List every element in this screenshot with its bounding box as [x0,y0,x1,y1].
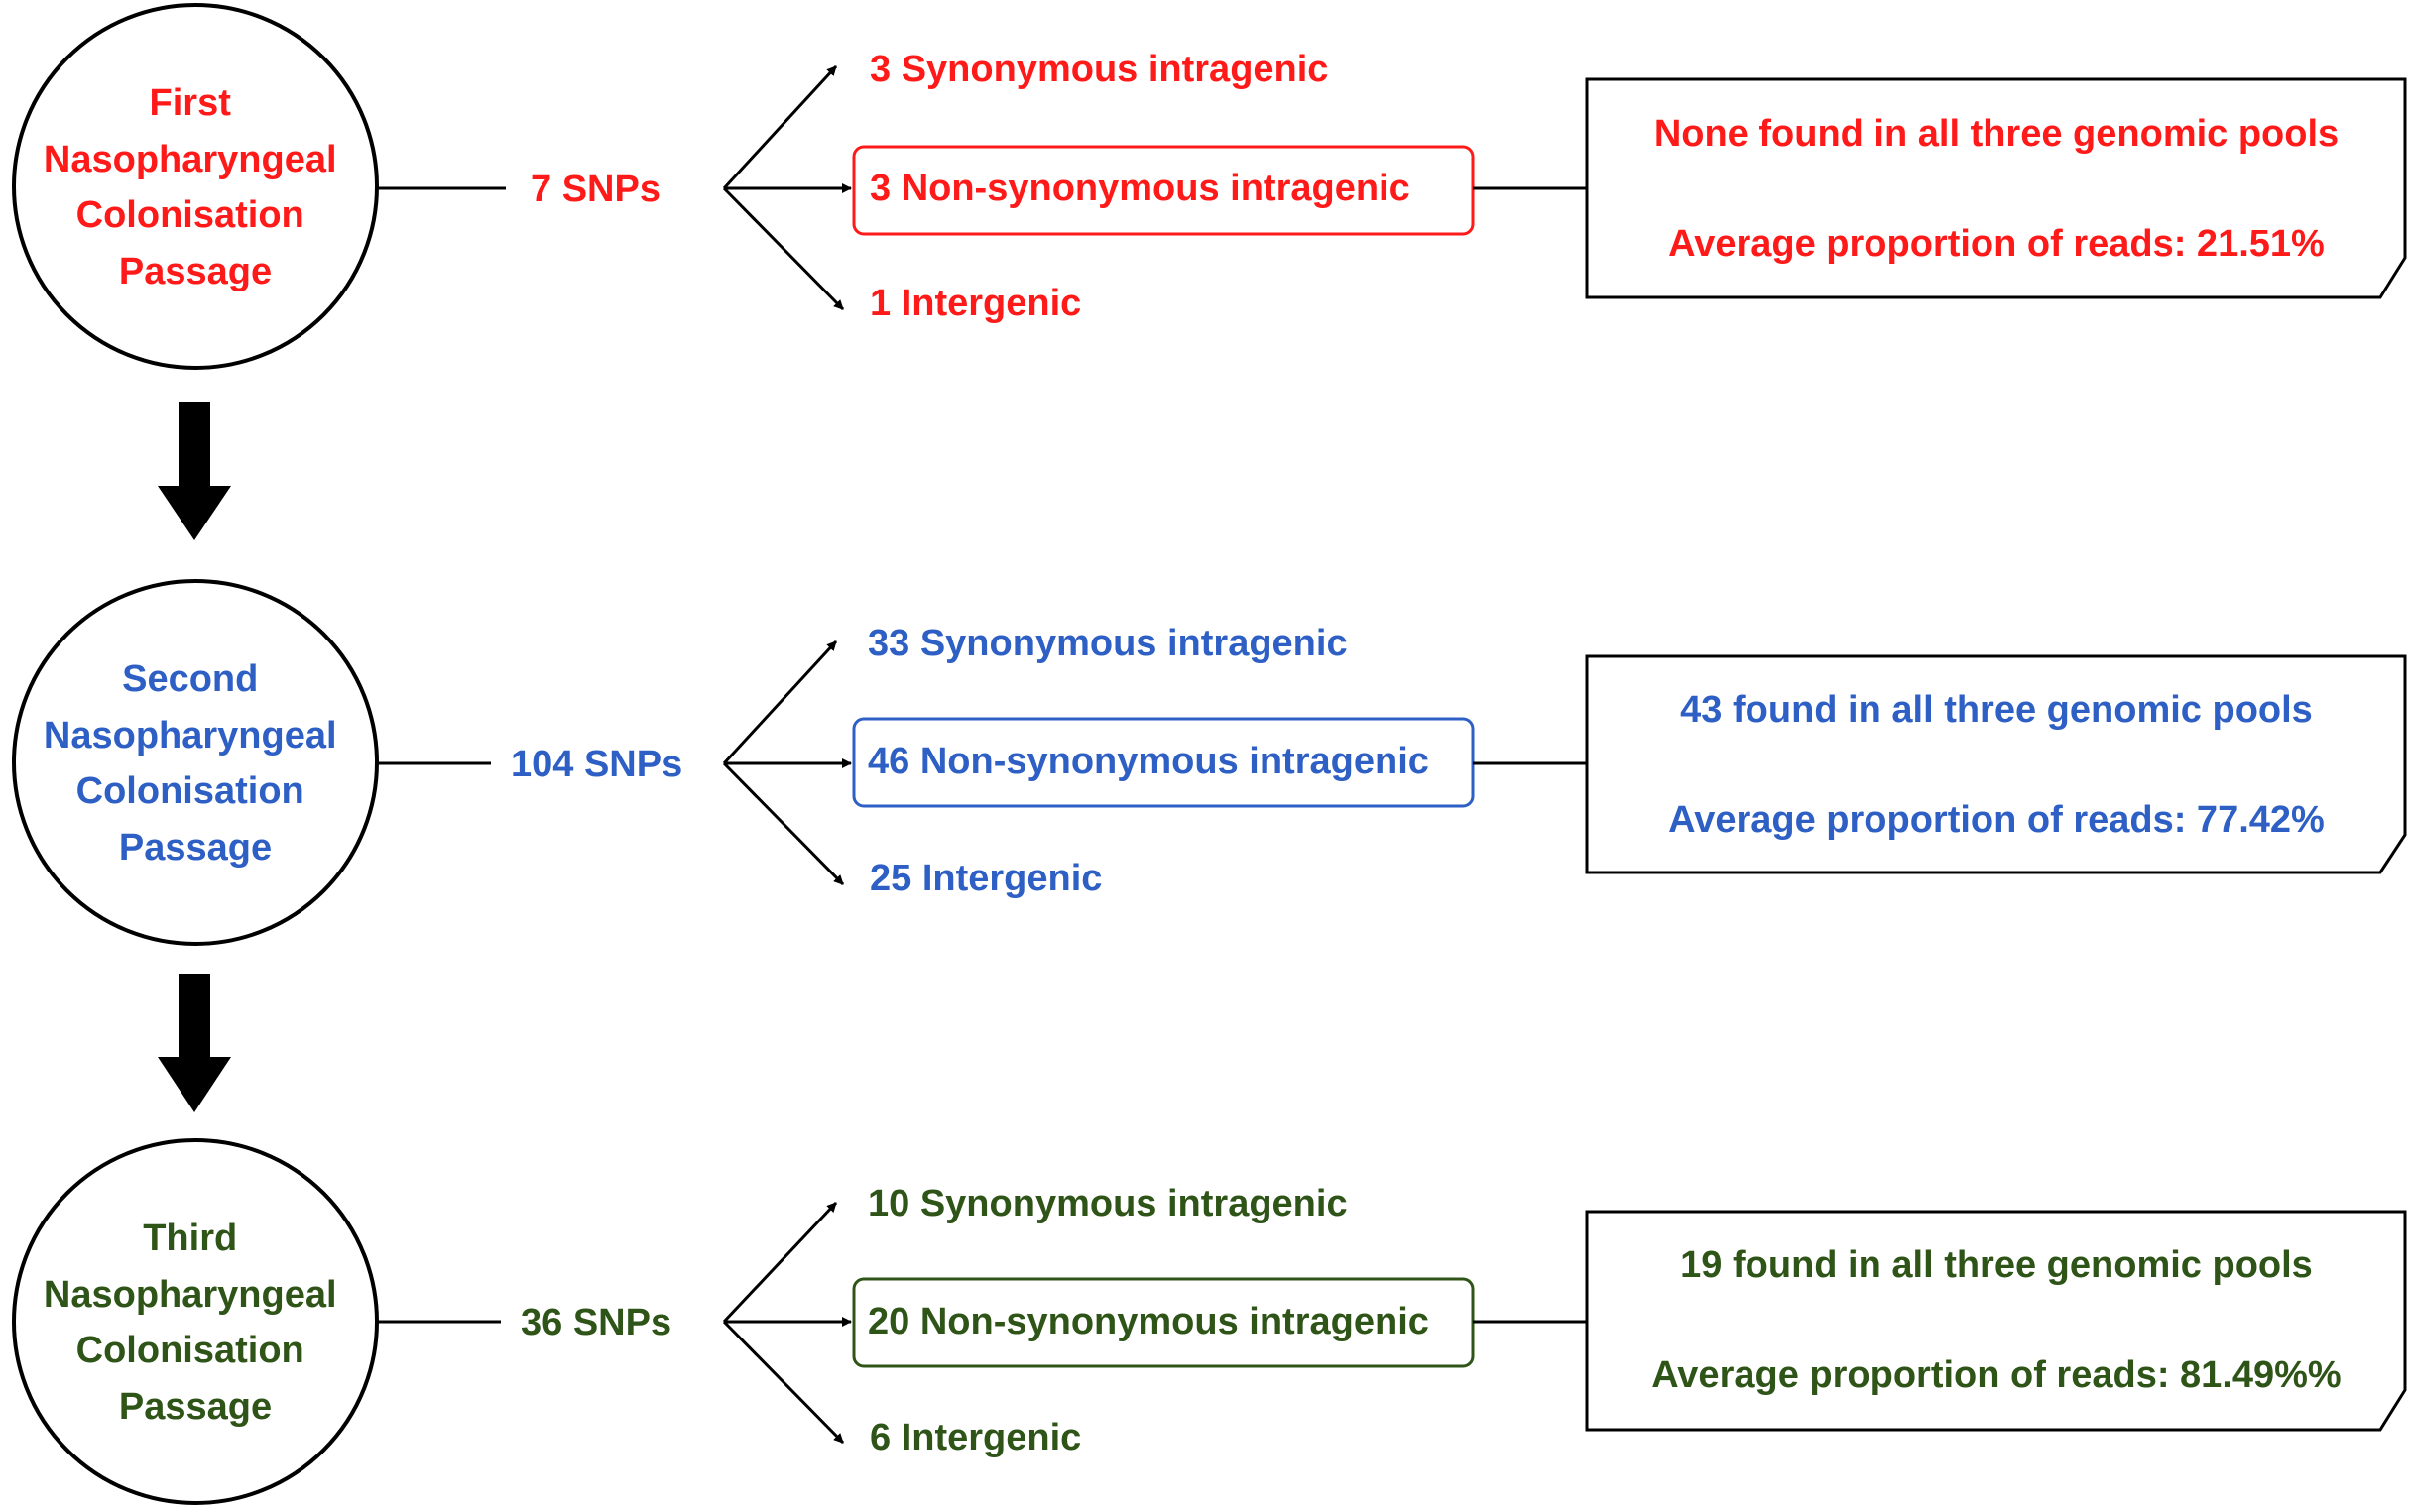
passage-label-second: Second Nasopharyngeal Colonisation Passa… [44,658,347,869]
passage-circle-first [12,3,379,370]
summary-box-second [1585,654,2407,874]
intergenic-count-third: 6 Intergenic [870,1417,1081,1458]
non-synonymous-count-second: 46 Non-synonymous intragenic [868,741,1429,782]
passage-label-line: Nasopharyngeal [44,715,337,756]
summary-found-third: 19 found in all three genomic pools [1680,1244,2313,1286]
passage-label-line: Colonisation [76,194,304,236]
passage-label-line: Passage [119,827,272,869]
snp-count-second: 104 SNPs [511,744,682,785]
passage-label-line: Colonisation [76,1330,304,1371]
non-synonymous-count-first: 3 Non-synonymous intragenic [870,168,1410,209]
branch-arrow-intergenic [722,1320,845,1445]
branch-arrow-intergenic [722,761,845,886]
passage-label-line: Passage [119,1386,272,1428]
summary-average-third: Average proportion of reads: 81.49%% [1651,1354,2341,1396]
passage-circle-second [12,579,379,946]
passage-circle-third [12,1138,379,1505]
branch-arrow-intergenic [722,186,845,311]
passage-second: Second Nasopharyngeal Colonisation Passa… [12,579,2407,946]
synonymous-count-second: 33 Synonymous intragenic [868,623,1348,664]
branch-arrow-synonymous [722,64,838,190]
passage-label-line: Nasopharyngeal [44,139,337,180]
passage-label-line: Nasopharyngeal [44,1274,337,1316]
passage-label-line: Colonisation [76,770,304,812]
summary-found-first: None found in all three genomic pools [1654,113,2339,155]
passage-label-line: Third [143,1218,237,1259]
non-synonymous-count-third: 20 Non-synonymous intragenic [868,1301,1429,1342]
passage-label-line: First [150,82,232,124]
snp-count-first: 7 SNPs [531,169,661,210]
passage-label-line: Second [122,658,258,700]
passage-label-line: Passage [119,251,272,292]
branch-arrow-synonymous [722,640,838,765]
summary-average-first: Average proportion of reads: 21.51% [1668,223,2325,265]
passage-label-first: First Nasopharyngeal Colonisation Passag… [44,82,347,292]
summary-box-third [1585,1210,2407,1432]
branch-arrow-synonymous [722,1201,838,1324]
passage-third: Third Nasopharyngeal Colonisation Passag… [12,1138,2407,1505]
intergenic-count-second: 25 Intergenic [870,858,1102,899]
snp-count-third: 36 SNPs [521,1302,671,1343]
intergenic-count-first: 1 Intergenic [870,283,1081,324]
passage-label-third: Third Nasopharyngeal Colonisation Passag… [44,1218,347,1428]
down-arrow-first-to-second [158,402,231,540]
summary-found-second: 43 found in all three genomic pools [1680,689,2313,731]
synonymous-count-first: 3 Synonymous intragenic [870,49,1328,90]
non-synonymous-box-first [852,145,1475,236]
summary-average-second: Average proportion of reads: 77.42% [1668,799,2325,841]
summary-box-first [1585,77,2407,299]
down-arrow-second-to-third [158,974,231,1112]
synonymous-count-third: 10 Synonymous intragenic [868,1183,1348,1224]
passage-first: First Nasopharyngeal Colonisation Passag… [12,3,2407,370]
